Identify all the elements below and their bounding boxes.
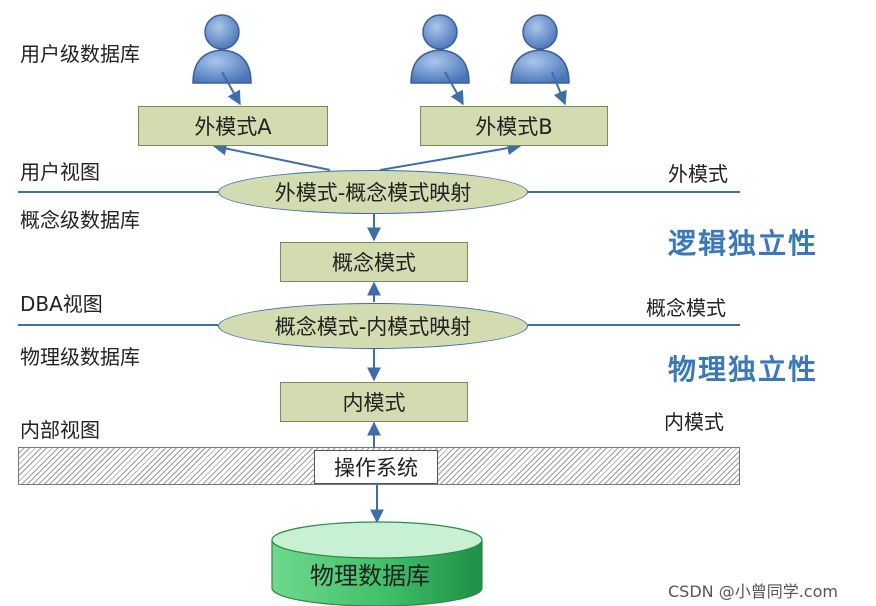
user-icon-1 [192, 14, 252, 84]
concept-internal-mapping-ellipse: 概念模式-内模式映射 [218, 303, 528, 349]
label-user-db: 用户级数据库 [20, 42, 140, 66]
label-conceptual-schema: 概念模式 [646, 296, 726, 320]
arrow-user1-to-ext-a [221, 71, 241, 106]
logical-independence-title: 逻辑独立性 [668, 227, 819, 260]
arrow-map-to-ext-a [212, 141, 331, 171]
label-concept-db: 概念级数据库 [20, 208, 140, 232]
external-schema-b-box: 外模式B [420, 106, 608, 146]
physical-db-cylinder [271, 521, 483, 606]
arrow-user3-to-ext-b [551, 71, 567, 106]
arrow-map-to-ext-b [379, 141, 522, 171]
os-label: 操作系统 [334, 456, 418, 480]
physical-db-label: 物理数据库 [310, 562, 430, 590]
user-icon-2 [410, 14, 470, 84]
physical-independence-title: 物理独立性 [668, 353, 819, 386]
watermark: CSDN @小曾同学.com [668, 582, 838, 601]
label-user-view: 用户视图 [20, 160, 100, 184]
os-box: 操作系统 [314, 450, 438, 484]
internal-schema-label: 内模式 [342, 391, 406, 415]
label-internal-view: 内部视图 [20, 418, 100, 442]
concept-internal-mapping-label: 概念模式-内模式映射 [274, 315, 472, 339]
conceptual-schema-label: 概念模式 [332, 251, 416, 275]
arrow-user2-to-ext-b [444, 71, 464, 106]
external-schema-a-box: 外模式A [138, 106, 328, 146]
label-physical-db-level: 物理级数据库 [20, 345, 140, 369]
ext-concept-mapping-ellipse: 外模式-概念模式映射 [218, 170, 528, 214]
external-schema-a-label: 外模式A [194, 115, 272, 139]
external-schema-b-label: 外模式B [475, 115, 553, 139]
label-dba-view: DBA视图 [20, 292, 103, 316]
ext-concept-mapping-label: 外模式-概念模式映射 [274, 181, 472, 205]
label-internal-schema: 内模式 [664, 410, 724, 434]
conceptual-schema-box: 概念模式 [280, 242, 468, 282]
internal-schema-box: 内模式 [280, 382, 468, 422]
label-external-schema: 外模式 [668, 162, 728, 186]
user-icon-3 [510, 14, 570, 84]
